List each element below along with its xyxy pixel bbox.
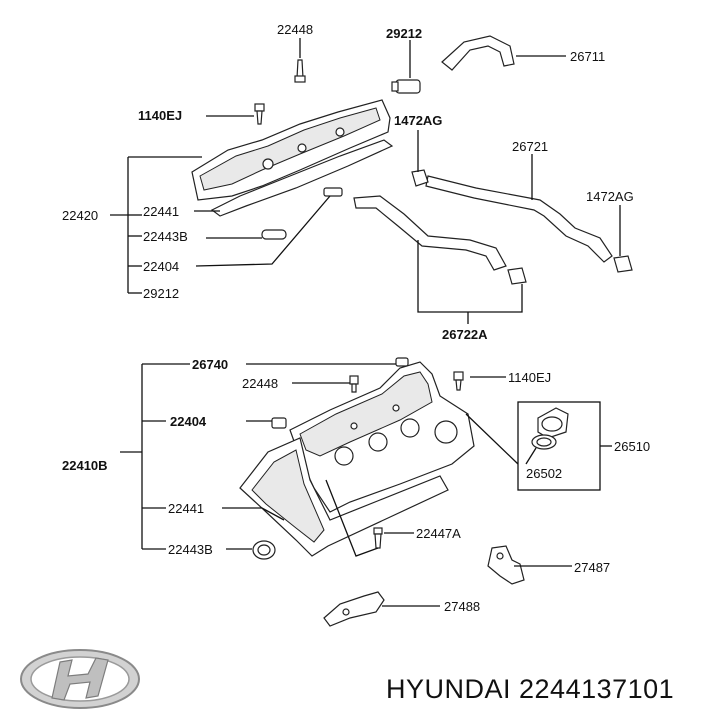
lower-pcv-26740: [395, 357, 409, 367]
label-22420: 22420: [62, 208, 98, 223]
label-27488: 27488: [444, 599, 480, 614]
label-22448-top: 22448: [277, 22, 313, 37]
clamps-1472AG: [411, 169, 633, 285]
lower-bolt-22447A: [373, 527, 383, 549]
label-22447A: 22447A: [416, 526, 461, 541]
hose-26722A: [353, 195, 507, 271]
label-26721: 26721: [512, 139, 548, 154]
label-29212-top: 29212: [386, 26, 422, 41]
label-22448-mid: 22448: [242, 376, 278, 391]
label-22441-top: 22441: [143, 204, 179, 219]
label-22410B: 22410B: [62, 458, 108, 473]
upper-bolt-22448: [294, 59, 306, 83]
upper-gasket-22443B: [261, 229, 287, 240]
brand-part-number: HYUNDAI 2244137101: [386, 674, 674, 704]
label-26510: 26510: [614, 439, 650, 454]
lower-rocker-cover: [289, 361, 475, 513]
upper-grommet-22404: [323, 187, 343, 197]
label-22441-bottom: 22441: [168, 501, 204, 516]
label-27487: 27487: [574, 560, 610, 575]
lower-bolt-22448: [349, 375, 359, 393]
label-22404-mid: 22404: [170, 414, 207, 429]
lower-grommet-22404: [271, 417, 287, 429]
lower-gasket-22441: [239, 437, 449, 557]
label-26502: 26502: [526, 466, 562, 481]
label-1472AG-a: 1472AG: [394, 113, 442, 128]
label-1472AG-b: 1472AG: [586, 189, 634, 204]
bracket-27487: [487, 545, 525, 585]
upper-leader-lines: [110, 38, 621, 324]
label-26722A: 26722A: [442, 327, 488, 342]
lower-bolt-1140EJ: [453, 371, 464, 391]
bracket-27488: [323, 591, 385, 627]
label-1140EJ-top: 1140EJ: [138, 108, 182, 123]
lower-leader-lines: [120, 363, 612, 607]
lower-seal-22443B: [252, 540, 276, 560]
hyundai-logo: [20, 649, 140, 709]
upper-bolt-1140EJ: [254, 103, 265, 125]
label-26711: 26711: [570, 49, 605, 64]
breather-hose-26711: [441, 35, 515, 71]
upper-rocker-cover: [191, 99, 394, 217]
label-22443B-bottom: 22443B: [168, 542, 213, 557]
upper-pcv-29212: [391, 79, 421, 94]
hose-26721: [425, 175, 613, 263]
label-22404-top: 22404: [143, 259, 179, 274]
label-29212-bottom: 29212: [143, 286, 179, 301]
label-26740: 26740: [192, 357, 228, 372]
label-22443B-top: 22443B: [143, 229, 188, 244]
label-1140EJ-mid: 1140EJ: [508, 370, 551, 385]
